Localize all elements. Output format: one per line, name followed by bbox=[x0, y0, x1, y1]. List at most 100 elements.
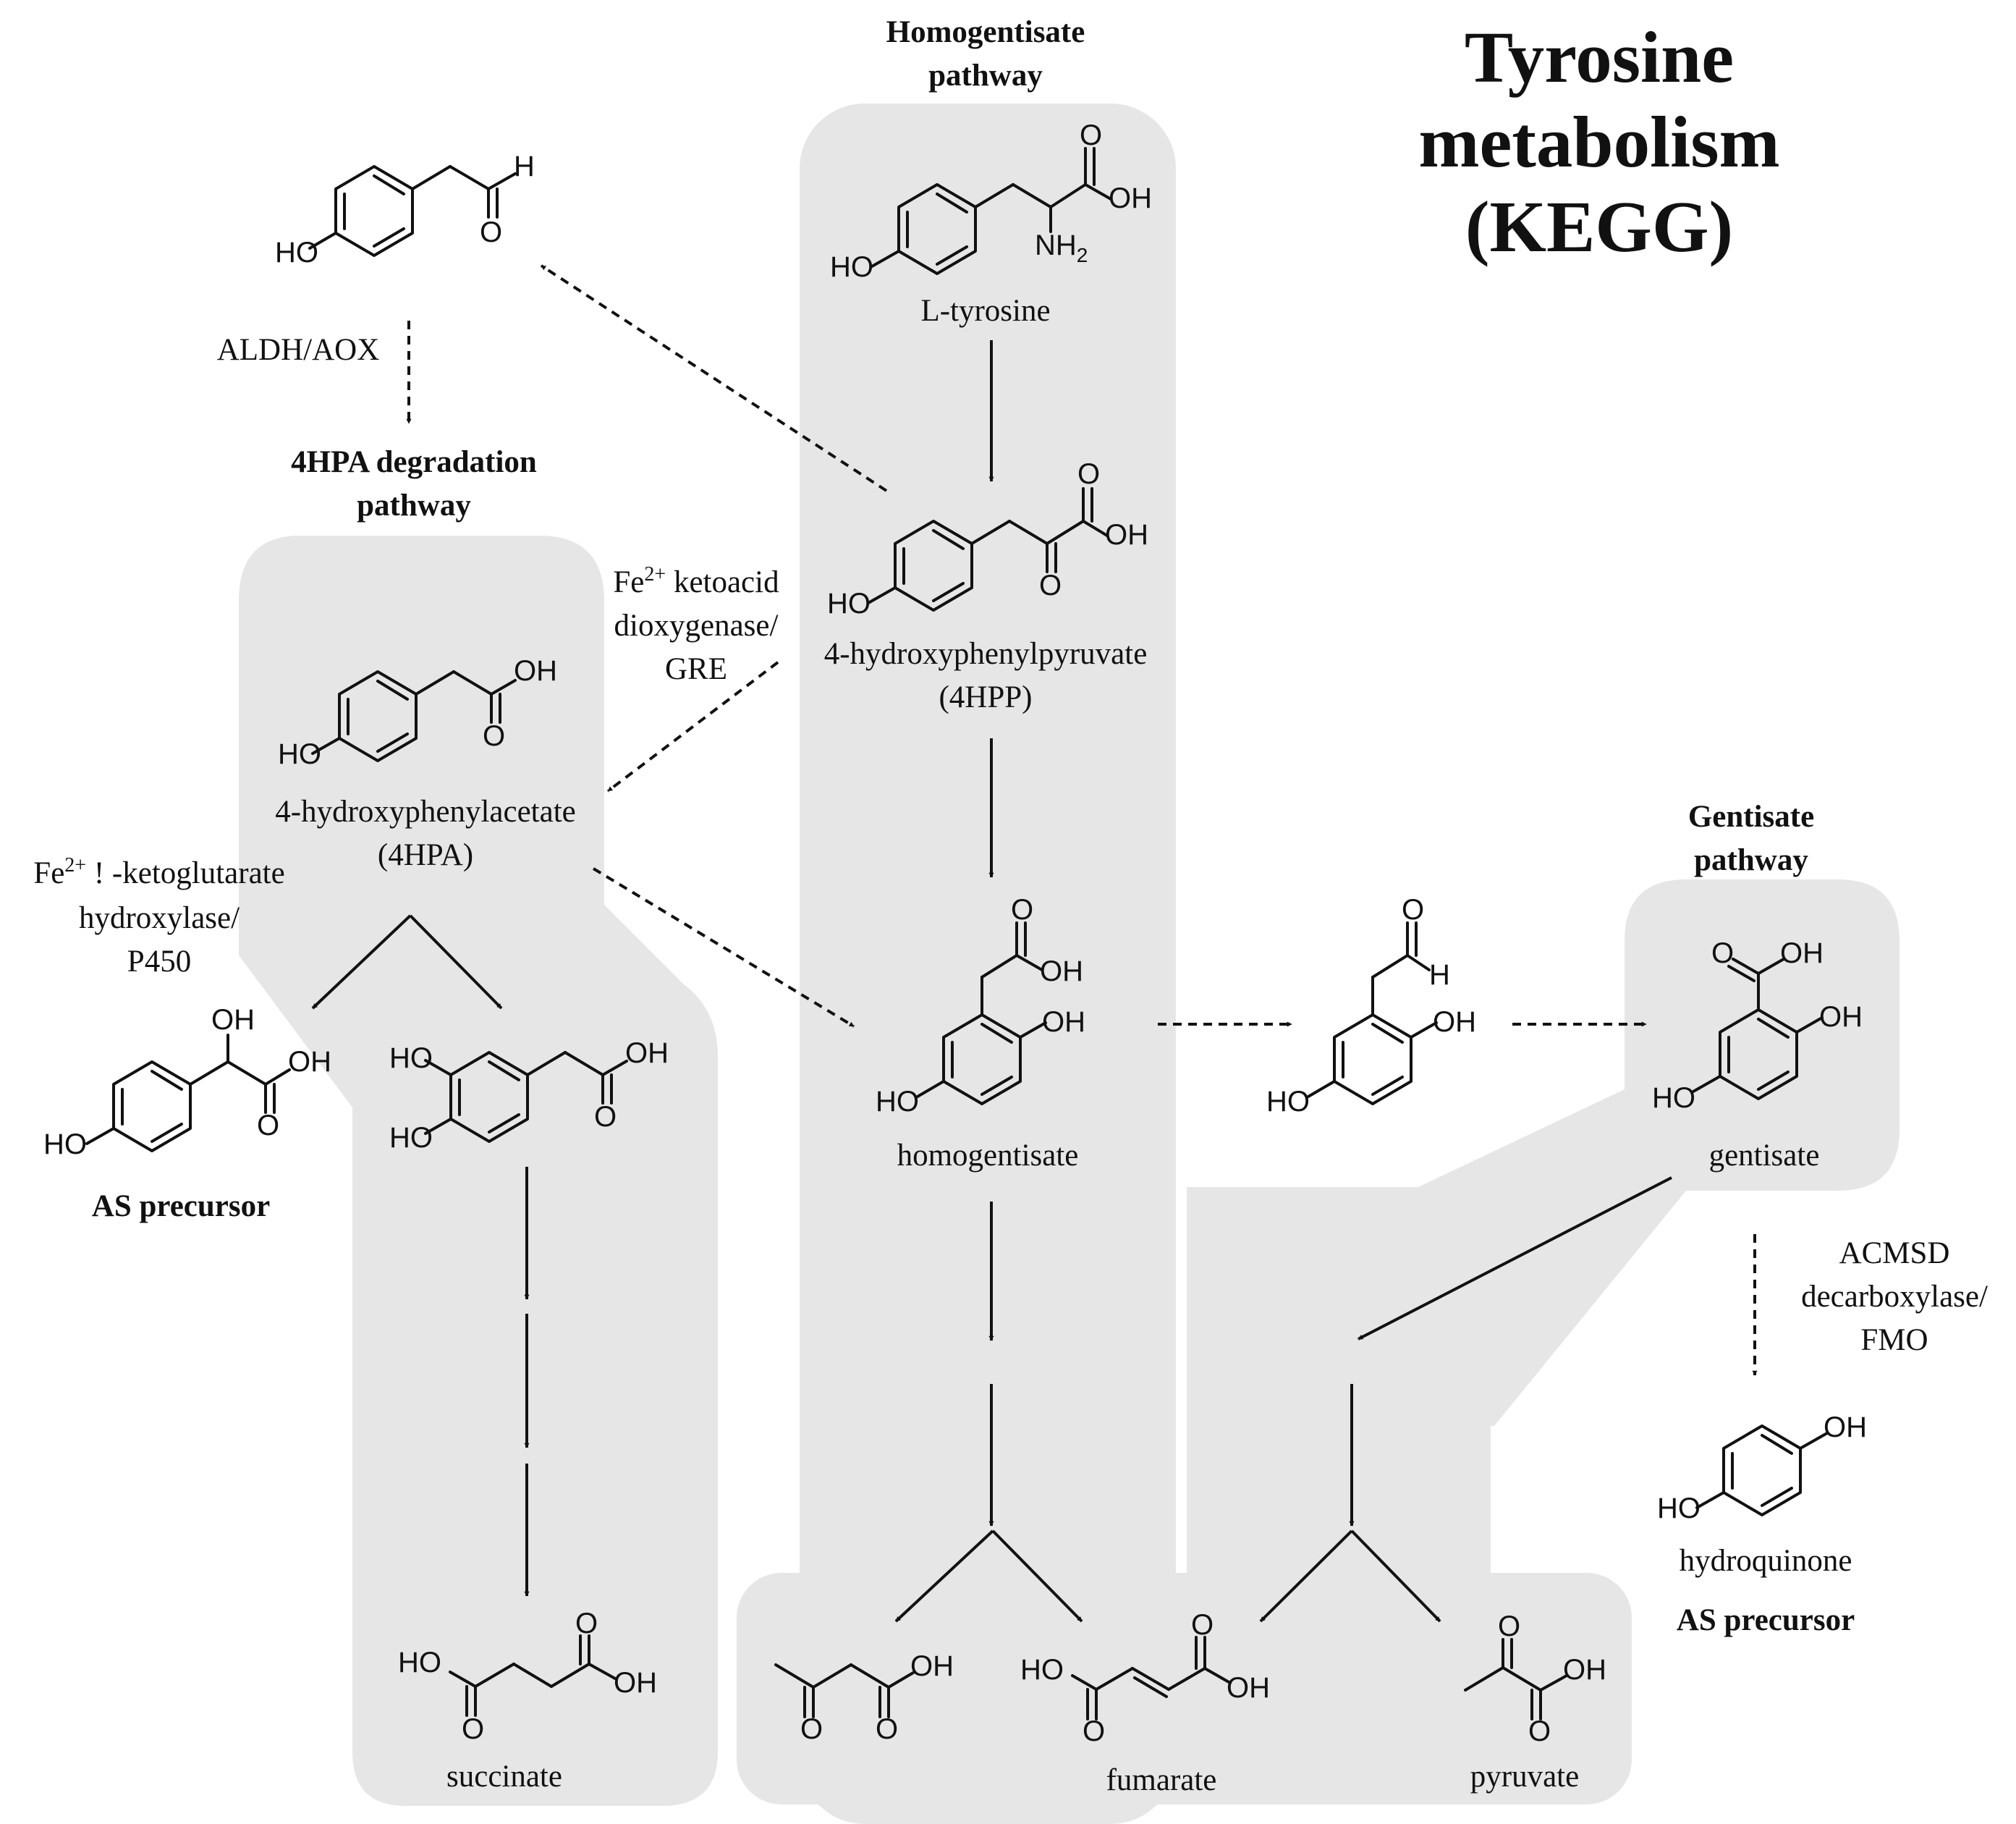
enzyme-fe-akg-line-2: hydroxylase/ bbox=[79, 901, 240, 935]
label-gentisate: gentisate bbox=[1709, 1139, 1820, 1173]
arrow-split-to-acetoacetate bbox=[894, 1529, 994, 1623]
arrow-4hpa-to-dihydroxyphenylacetate bbox=[409, 914, 503, 1010]
pathway-backgrounds bbox=[239, 104, 1899, 1824]
title-line-2: metabolism bbox=[1418, 101, 1779, 182]
atom-o: O bbox=[1402, 894, 1424, 926]
enzyme-acmsd-line-1: ACMSD bbox=[1839, 1236, 1950, 1270]
atom-oh: OH bbox=[1105, 519, 1148, 551]
atom-ho: HO bbox=[1266, 1086, 1310, 1118]
atom-oh: OH bbox=[1819, 1001, 1863, 1033]
homogentisate-pathway-panel bbox=[800, 104, 1176, 1824]
atom-h: H bbox=[514, 151, 535, 182]
fe-charge-2: 2+ bbox=[64, 854, 86, 877]
dashed-arrow-4hpp-to-aldehyde bbox=[540, 264, 888, 492]
atom-oh: OH bbox=[625, 1037, 669, 1069]
atom-ho: HO bbox=[389, 1042, 433, 1074]
atom-o: O bbox=[1080, 119, 1102, 151]
label-4hpp-line-1: 4-hydroxyphenylpyruvate bbox=[824, 637, 1148, 671]
atom-oh: OH bbox=[614, 1667, 657, 1699]
atom-ho: HO bbox=[1652, 1082, 1695, 1114]
arrow-split-to-fumarate-left bbox=[991, 1529, 1083, 1623]
atom-oh: OH bbox=[1040, 955, 1083, 987]
label-pyruvate: pyruvate bbox=[1470, 1760, 1579, 1794]
enzyme-acmsd-line-2: decarboxylase/ bbox=[1801, 1280, 1988, 1314]
structure-homogentisate: HO OH O OH bbox=[876, 894, 1085, 1118]
atom-ho: HO bbox=[43, 1128, 87, 1160]
gentisate-pathway-label-1: Gentisate bbox=[1688, 800, 1814, 834]
dashed-arrow-4hpa-to-homogentisate bbox=[592, 867, 855, 1028]
hpa-degradation-label-2: pathway bbox=[357, 489, 471, 523]
atom-oh: OH bbox=[910, 1650, 954, 1682]
atom-o: O bbox=[483, 720, 505, 752]
atom-ho: HO bbox=[827, 588, 871, 620]
atom-oh: OH bbox=[1433, 1006, 1476, 1038]
fumarate-connector-panel bbox=[1187, 1361, 1491, 1592]
atom-ho: HO bbox=[830, 251, 873, 283]
as-precursor-label-right: AS precursor bbox=[1677, 1603, 1855, 1637]
atom-oh: OH bbox=[1824, 1411, 1867, 1443]
structure-acetoacetate: O O OH bbox=[774, 1650, 954, 1745]
label-4hpa-line-2: (4HPA) bbox=[378, 838, 473, 872]
homogentisate-pathway-label-2: pathway bbox=[928, 59, 1043, 93]
atom-o: O bbox=[480, 216, 502, 248]
structure-4-hydroxyphenylacetaldehyde: HO O H bbox=[275, 151, 535, 269]
atom-oh: OH bbox=[1042, 1006, 1085, 1038]
atom-o: O bbox=[800, 1713, 823, 1745]
fe-symbol-2: Fe bbox=[33, 856, 64, 890]
atom-ho: HO bbox=[1020, 1654, 1064, 1686]
structure-succinate: HO O O OH bbox=[398, 1608, 657, 1745]
atom-o: O bbox=[1498, 1610, 1520, 1642]
atom-oh: OH bbox=[1109, 182, 1152, 214]
homogentisate-pathway-label-1: Homogentisate bbox=[886, 15, 1085, 49]
structure-gentisate-aldehyde: HO OH O H bbox=[1266, 894, 1476, 1118]
atom-o: O bbox=[1528, 1715, 1551, 1747]
atom-oh: OH bbox=[1780, 937, 1824, 969]
title-line-3: (KEGG) bbox=[1465, 186, 1733, 267]
atom-o: O bbox=[1077, 458, 1100, 490]
label-4hpp-line-2: (4HPP) bbox=[939, 680, 1032, 714]
atom-nh2: NH2 bbox=[1035, 229, 1088, 266]
as-precursor-label-left: AS precursor bbox=[92, 1189, 270, 1223]
atom-o: O bbox=[1083, 1715, 1105, 1747]
title-block: Tyrosine metabolism (KEGG) bbox=[1418, 17, 1779, 267]
atom-oh: OH bbox=[514, 655, 557, 687]
structure-l-tyrosine: HO O OH NH2 bbox=[830, 119, 1152, 283]
enzyme-fe-ketoacid-line-1: Fe2+ ketoacid bbox=[613, 563, 779, 599]
structure-fumarate: HO O O OH bbox=[1020, 1609, 1270, 1747]
atom-o: O bbox=[575, 1608, 598, 1639]
atom-oh: OH bbox=[288, 1046, 331, 1078]
atom-o: O bbox=[594, 1101, 617, 1133]
atom-o: O bbox=[1191, 1609, 1214, 1641]
label-succinate: succinate bbox=[446, 1760, 562, 1794]
arrow-split-to-fumarate-right bbox=[1259, 1529, 1353, 1623]
structure-hydroquinone: HO OH bbox=[1657, 1411, 1867, 1524]
arrow-gentisate-to-split bbox=[1358, 1176, 1672, 1340]
structure-4-hydroxymandelate: HO OH O OH bbox=[43, 1004, 331, 1160]
atom-h: H bbox=[1429, 959, 1450, 991]
label-fumarate: fumarate bbox=[1106, 1763, 1217, 1797]
fe-ketoacid-rest: ketoacid bbox=[666, 565, 779, 599]
hpa-degradation-pathway-panel bbox=[239, 536, 718, 1806]
atom-ho: HO bbox=[278, 738, 321, 770]
structure-4-hydroxyphenylacetate: HO O OH bbox=[278, 655, 557, 770]
atom-ho: HO bbox=[876, 1086, 919, 1118]
enzyme-fe-akg-line-3: P450 bbox=[127, 945, 191, 979]
title-line-1: Tyrosine bbox=[1465, 17, 1734, 98]
atom-o: O bbox=[462, 1713, 484, 1745]
hpa-degradation-label-1: 4HPA degradation bbox=[291, 445, 537, 479]
structure-3-4-dihydroxyphenylacetate: HO HO O OH bbox=[389, 1037, 669, 1154]
label-4hpa-line-1: 4-hydroxyphenylacetate bbox=[275, 795, 576, 829]
atom-ho: HO bbox=[389, 1122, 433, 1154]
label-l-tyrosine: L-tyrosine bbox=[920, 294, 1050, 328]
enzyme-fe-ketoacid-line-3: GRE bbox=[665, 652, 727, 686]
fe-symbol: Fe bbox=[613, 565, 644, 599]
label-hydroquinone: hydroquinone bbox=[1680, 1544, 1852, 1578]
atom-oh: OH bbox=[1563, 1654, 1606, 1686]
atom-o: O bbox=[1711, 937, 1734, 969]
atom-ho: HO bbox=[1657, 1492, 1701, 1524]
enzyme-aldh-aox: ALDH/AOX bbox=[217, 333, 380, 367]
arrow-4hpa-to-hydroxymandelate bbox=[311, 914, 412, 1010]
atom-o: O bbox=[1039, 570, 1062, 601]
structure-pyruvate: O O OH bbox=[1464, 1610, 1606, 1747]
